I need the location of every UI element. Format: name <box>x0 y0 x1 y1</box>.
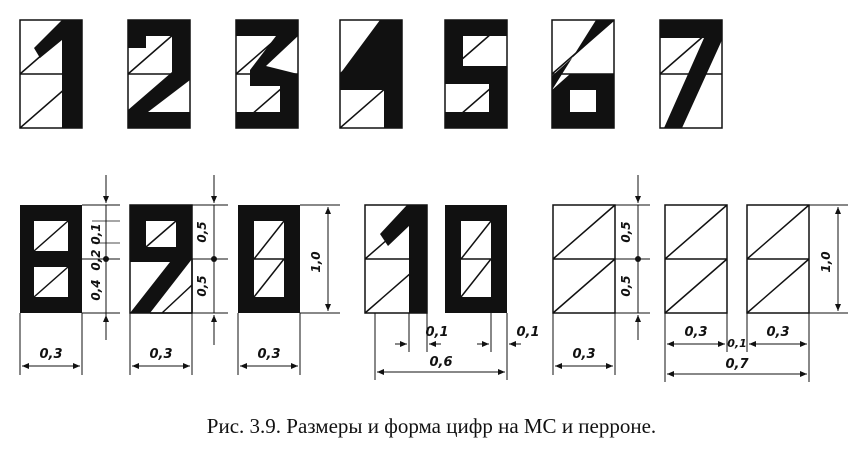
digit-5-glyph <box>444 19 508 129</box>
dim-label-w03-grid-pair-right: 0,3 <box>766 325 789 340</box>
dim-label-h10-grid-pair: 1,0 <box>819 251 833 272</box>
digit-9-height-dimensions <box>192 175 228 345</box>
digit-2-glyph <box>127 19 191 129</box>
digit-6-glyph <box>551 19 615 129</box>
figure-caption: Рис. 3.9. Размеры и форма цифр на МС и п… <box>206 414 657 438</box>
digit-8-glyph <box>20 205 82 313</box>
digit-dimensions-figure: 0,1 0,2 0,4 0,5 0,5 1,0 <box>19 19 848 382</box>
dim-label-h05-lower-grid: 0,5 <box>619 275 633 296</box>
dim-label-w03-digit0: 0,3 <box>257 347 280 362</box>
empty-digit-grid-pair <box>664 204 810 314</box>
digit-8-height-dimensions <box>82 175 120 340</box>
grid-pair-height-dimension <box>809 204 848 314</box>
empty-grid-height-dimensions <box>615 175 650 340</box>
empty-grid-width-dimension <box>552 313 616 375</box>
digit-8-width-dimension <box>19 313 83 375</box>
dim-label-h04-digit8: 0,4 <box>89 279 103 300</box>
empty-digit-grid-single <box>552 204 616 314</box>
grid-pair-width-dimensions <box>664 313 810 382</box>
number-10-digit-1-glyph <box>364 204 428 314</box>
digit-0-height-dimension <box>300 204 340 314</box>
digit-9-glyph <box>129 204 193 314</box>
digit-7-glyph <box>659 19 723 129</box>
dim-label-h05-lower-digit9: 0,5 <box>195 275 209 296</box>
number-10-width-dimensions <box>374 313 521 380</box>
dim-label-h02-digit8: 0,2 <box>89 249 103 270</box>
dim-label-h05-upper-grid: 0,5 <box>619 221 633 242</box>
digit-4-glyph <box>339 19 403 129</box>
digit-0-width-dimension <box>237 313 301 375</box>
digit-9-width-dimension <box>129 313 193 375</box>
dim-label-h05-upper-digit9: 0,5 <box>195 221 209 242</box>
digit-1-glyph <box>19 19 83 129</box>
dim-label-w03-grid: 0,3 <box>572 347 595 362</box>
digit-3-glyph <box>235 19 299 129</box>
digit-0-glyph <box>238 205 300 313</box>
dim-label-w03-digit9: 0,3 <box>149 347 172 362</box>
dim-label-w01-grid-pair-gap: 0,1 <box>727 337 747 350</box>
dim-label-w01-number10-right: 0,1 <box>516 325 539 340</box>
dim-label-w03-digit8: 0,3 <box>39 347 62 362</box>
dim-label-w07-grid-pair: 0,7 <box>725 357 749 372</box>
dim-label-h10-digit0: 1,0 <box>309 251 323 272</box>
dim-label-w03-grid-pair-left: 0,3 <box>684 325 707 340</box>
dim-label-w06-number10: 0,6 <box>429 355 452 370</box>
dim-label-w01-number10-left: 0,1 <box>425 325 448 340</box>
number-10-digit-0-glyph <box>445 205 507 313</box>
dim-label-h01-digit8: 0,1 <box>89 223 103 244</box>
